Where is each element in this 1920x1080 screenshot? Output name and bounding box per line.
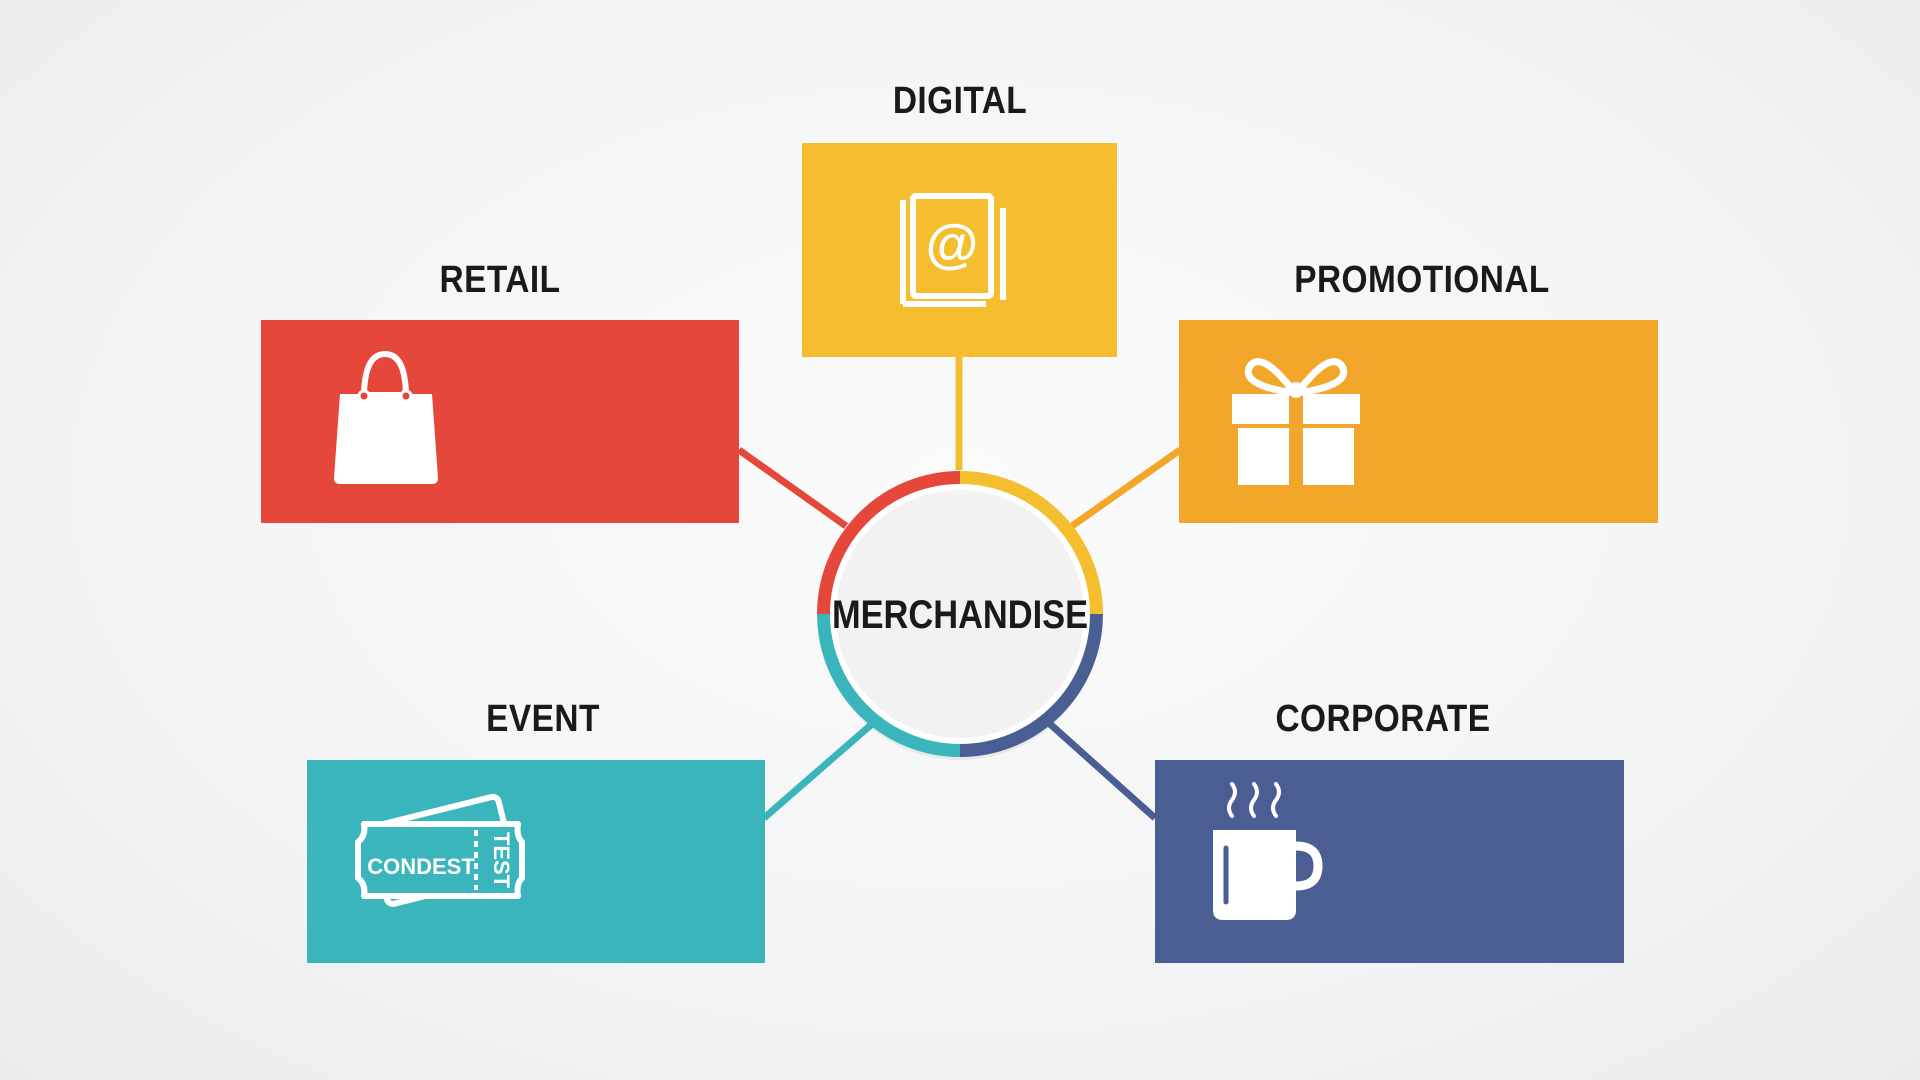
category-corporate: CORPORATE bbox=[1155, 697, 1624, 963]
ticket-icon: CONDEST TEST bbox=[355, 793, 525, 907]
category-label-digital: DIGITAL bbox=[893, 79, 1027, 121]
connector-promotional bbox=[1069, 447, 1183, 529]
category-label-event: EVENT bbox=[486, 697, 600, 739]
hub: MERCHANDISE bbox=[817, 471, 1103, 760]
connectors bbox=[736, 356, 1183, 821]
category-box-digital bbox=[802, 143, 1117, 357]
connector-event bbox=[761, 721, 875, 821]
category-box-retail bbox=[261, 320, 739, 523]
hub-label: MERCHANDISE bbox=[832, 592, 1088, 637]
shopping-bag-icon bbox=[334, 350, 438, 484]
ticket-stub-text: TEST bbox=[489, 832, 514, 889]
category-promotional: PROMOTIONAL bbox=[1179, 258, 1658, 523]
connector-retail bbox=[736, 447, 849, 529]
connector-corporate bbox=[1047, 721, 1158, 821]
ticket-text: CONDEST bbox=[367, 854, 475, 879]
category-retail: RETAIL bbox=[261, 258, 739, 523]
category-event: EVENT CONDEST TEST bbox=[307, 697, 765, 963]
category-label-promotional: PROMOTIONAL bbox=[1294, 258, 1550, 300]
category-label-retail: RETAIL bbox=[440, 258, 561, 300]
email-book-icon: @ bbox=[900, 193, 1006, 307]
hub-ring bbox=[817, 471, 1103, 757]
coffee-mug-icon bbox=[1213, 782, 1323, 920]
category-digital: DIGITAL @ bbox=[802, 79, 1117, 357]
gift-box-icon bbox=[1232, 358, 1360, 485]
category-label-corporate: CORPORATE bbox=[1275, 697, 1490, 739]
svg-text:@: @ bbox=[926, 214, 979, 274]
hub-circle bbox=[830, 484, 1090, 744]
